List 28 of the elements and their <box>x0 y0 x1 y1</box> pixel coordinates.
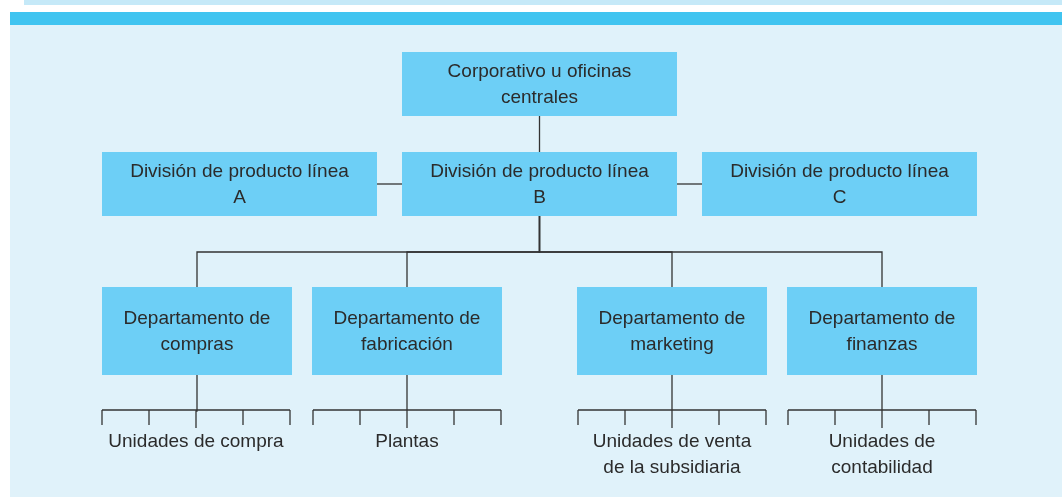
box-label: Departamento de finanzas <box>807 306 957 356</box>
org-box <box>402 152 677 216</box>
connector-line <box>195 374 198 429</box>
org-box <box>102 287 292 375</box>
connector-line <box>671 374 673 429</box>
connector-line <box>376 183 403 185</box>
unit-label: Unidades de venta de la subsidiaria <box>591 429 753 479</box>
org-box <box>702 152 977 216</box>
unit-label: Plantas <box>375 429 439 453</box>
box-label: Departamento de compras <box>122 306 272 356</box>
box-label: Departamento de fabricación <box>332 306 482 356</box>
connector-line <box>881 374 883 429</box>
box-label: División de producto línea B <box>429 159 650 209</box>
org-box <box>312 287 502 375</box>
org-box <box>577 287 767 375</box>
connector-line <box>676 183 703 185</box>
box-label: Corporativo u oficinas centrales <box>446 59 633 109</box>
unit-label: Unidades de compra <box>108 429 284 453</box>
box-label: Departamento de marketing <box>597 306 747 356</box>
box-label: División de producto línea C <box>729 159 950 209</box>
org-box <box>102 152 377 216</box>
org-box <box>402 52 677 116</box>
box-label: División de producto línea A <box>129 159 350 209</box>
org-box <box>787 287 977 375</box>
unit-label: Unidades de contabilidad <box>827 429 937 479</box>
connector-line <box>406 374 408 429</box>
connector-line <box>538 215 883 288</box>
connector-line <box>538 115 541 153</box>
